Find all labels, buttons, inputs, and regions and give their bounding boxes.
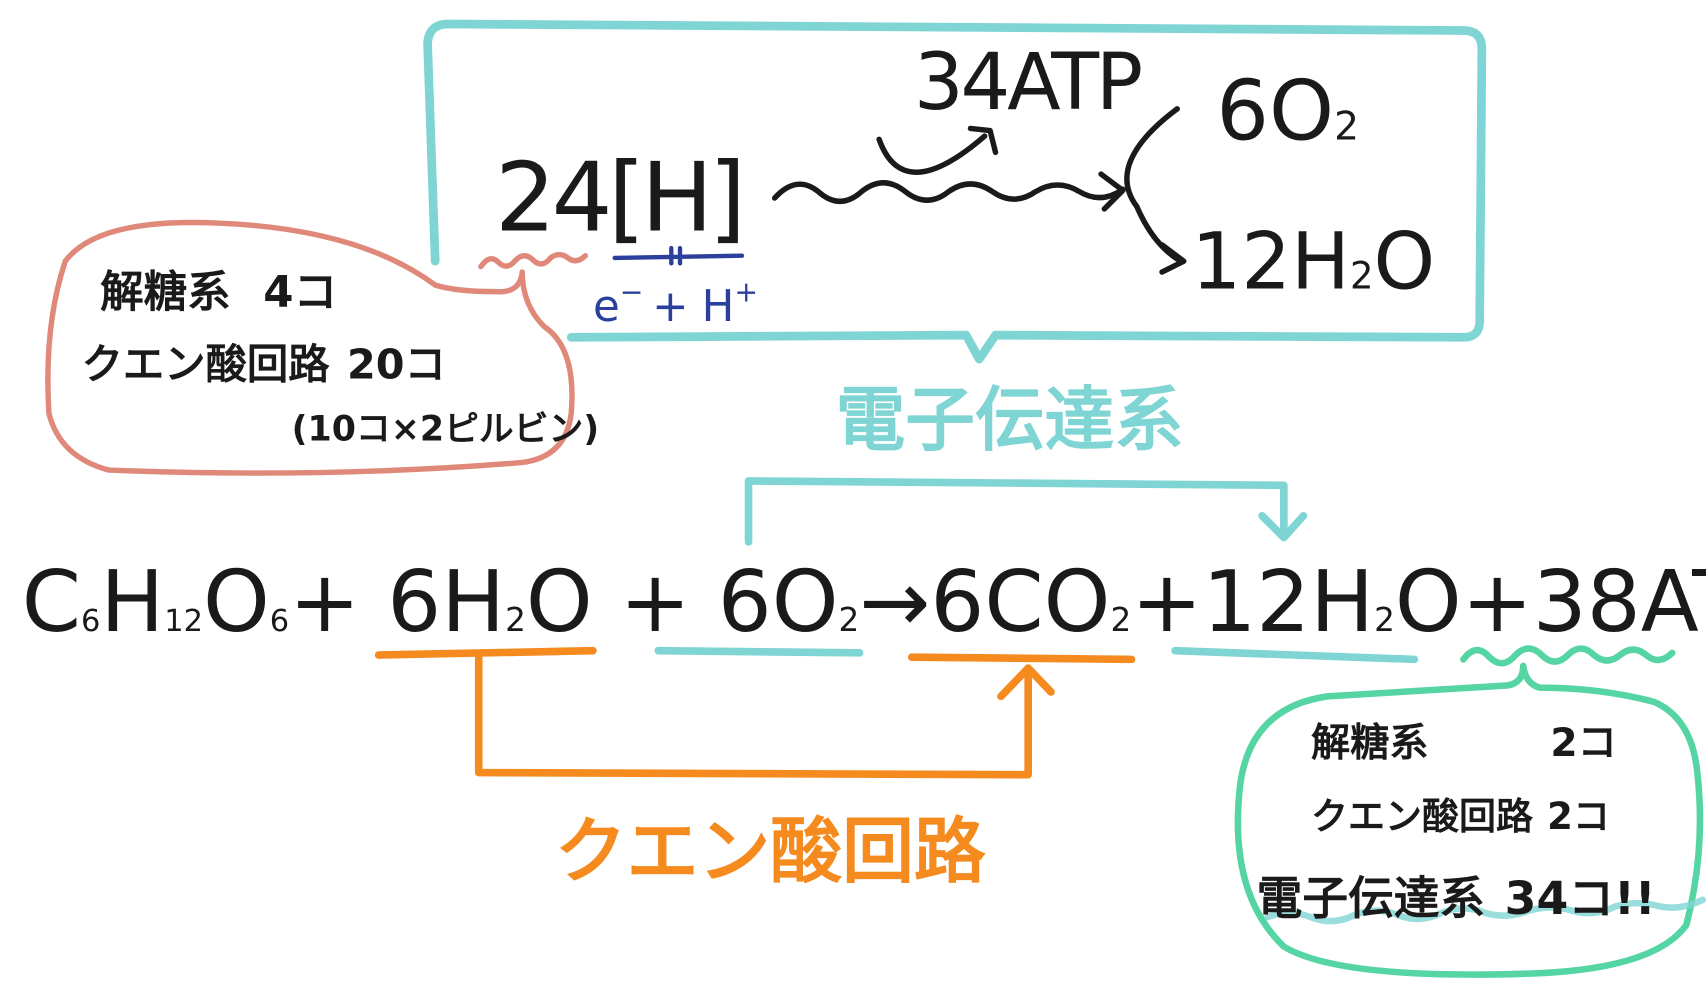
co2-product-underline xyxy=(907,653,1136,664)
hydrogen-wavy-underline xyxy=(478,251,589,270)
electron-transport-bracket xyxy=(744,477,1308,546)
citric-acid-bracket xyxy=(474,654,1055,779)
water-product-underline xyxy=(1171,646,1419,664)
wavy-arrow xyxy=(771,171,1126,212)
hydrogen-bubble-line3: (10コ×2ピルビン) xyxy=(292,410,600,450)
electron-charge: − xyxy=(620,275,644,308)
hydrogen-breakdown-bubble xyxy=(45,219,575,476)
atp-breakdown-bubble xyxy=(1234,662,1704,978)
proton-charge: + xyxy=(734,275,758,308)
oxygen-consumed: 6O2 xyxy=(1216,63,1359,159)
electron-transport-box xyxy=(423,19,1487,364)
citric-acid-label: クエン酸回路 xyxy=(555,809,986,893)
water-reactant-underline xyxy=(374,646,597,659)
atp-branch-arrow xyxy=(876,125,999,175)
water-reactant: 6H2O xyxy=(387,553,592,652)
electron-transport-label: 電子伝達系 xyxy=(836,380,1184,461)
oxygen-reactant-underline xyxy=(654,646,864,657)
atp-produced: 34ATP xyxy=(914,37,1141,128)
split-arrow xyxy=(1124,106,1187,275)
electron-symbol: e xyxy=(593,282,620,332)
water-produced: 12H2O xyxy=(1191,216,1435,307)
hydrogen-bracket-underline xyxy=(612,245,745,266)
oxygen-reactant: 6O2 xyxy=(718,553,860,652)
water-product: 12H2O xyxy=(1202,553,1461,652)
electron-proton: e−+H+ xyxy=(593,275,758,332)
hydrogen-count: 24[H] xyxy=(495,142,742,254)
electron-transport-highlight xyxy=(1264,896,1706,925)
plus-sign: + xyxy=(652,282,688,332)
proton-symbol: H xyxy=(702,282,735,332)
atp-wavy-underline xyxy=(1460,645,1676,667)
glucose: C6H12O6 xyxy=(22,553,289,652)
atp-total: 38ATP xyxy=(1533,553,1706,652)
co2-product: 6CO2 xyxy=(930,553,1131,652)
main-equation: C6H12O6+ 6H2O + 6O2→6CO2+12H2O+38ATP xyxy=(22,553,1706,652)
